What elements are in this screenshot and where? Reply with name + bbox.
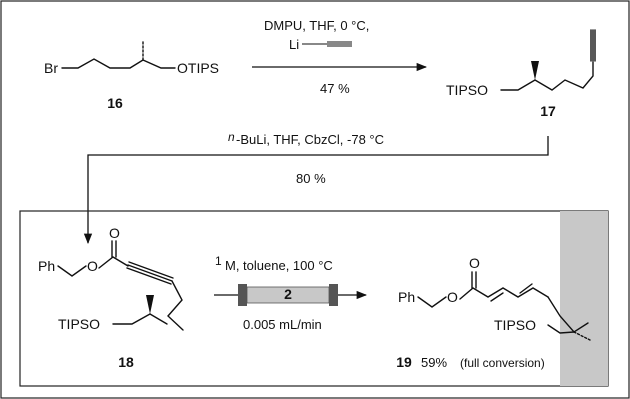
tipso-label-19: TIPSO <box>494 317 536 333</box>
ester-oxygen-18: O <box>87 258 98 274</box>
compound-19-note: (full conversion) <box>460 356 545 370</box>
compound-16: Br OTIPS 16 <box>44 39 219 111</box>
highlight-region <box>560 211 608 386</box>
step2-reagents: -BuLi, THF, CbzCl, -78 °C <box>236 132 384 147</box>
compound-number-17: 17 <box>540 103 556 119</box>
compound-number-18: 18 <box>118 354 134 370</box>
step2-conditions: n -BuLi, THF, CbzCl, -78 °C 80 % <box>83 130 549 245</box>
flow-reactor: 1 M, toluene, 100 °C 2 0.005 mL/min <box>214 254 368 332</box>
step1-yield: 47 % <box>320 81 350 96</box>
compound-18: Ph O O TIPSO 18 <box>38 225 184 370</box>
reactor-label: 2 <box>284 286 292 302</box>
compound-19: Ph O O TIPSO 19 59% (full conversion) <box>396 255 591 370</box>
step1-lithium: Li <box>289 37 299 52</box>
step1-reagents: DMPU, THF, 0 °C, <box>264 18 369 33</box>
tipso-label-17: TIPSO <box>446 82 488 98</box>
carbonyl-oxygen-19: O <box>469 255 480 271</box>
carbonyl-oxygen-18: O <box>109 225 120 241</box>
reactor-outlet-cap <box>329 284 338 306</box>
ester-oxygen-19: O <box>447 289 458 305</box>
step2-yield: 80 % <box>296 171 326 186</box>
flow-conditions: M, toluene, 100 °C <box>225 258 333 273</box>
otips-label: OTIPS <box>177 60 219 76</box>
phenyl-label-18: Ph <box>38 258 55 274</box>
bromine-label: Br <box>44 60 58 76</box>
step2-arrow <box>83 136 549 245</box>
step1-conditions: DMPU, THF, 0 °C, Li 47 % <box>252 18 428 96</box>
step2-nbutyl-superscript: n <box>228 130 235 144</box>
compound-19-yield: 59% <box>421 355 447 370</box>
compound-number-16: 16 <box>107 95 123 111</box>
compound-number-19: 19 <box>396 354 412 370</box>
compound-17: TIPSO 17 <box>446 29 596 119</box>
tipso-label-18: TIPSO <box>58 316 100 332</box>
flow-rate: 0.005 mL/min <box>243 317 322 332</box>
reactor-inlet-cap <box>238 284 247 306</box>
flow-molarity-superscript: 1 <box>215 254 222 268</box>
phenyl-label-19: Ph <box>398 289 415 305</box>
